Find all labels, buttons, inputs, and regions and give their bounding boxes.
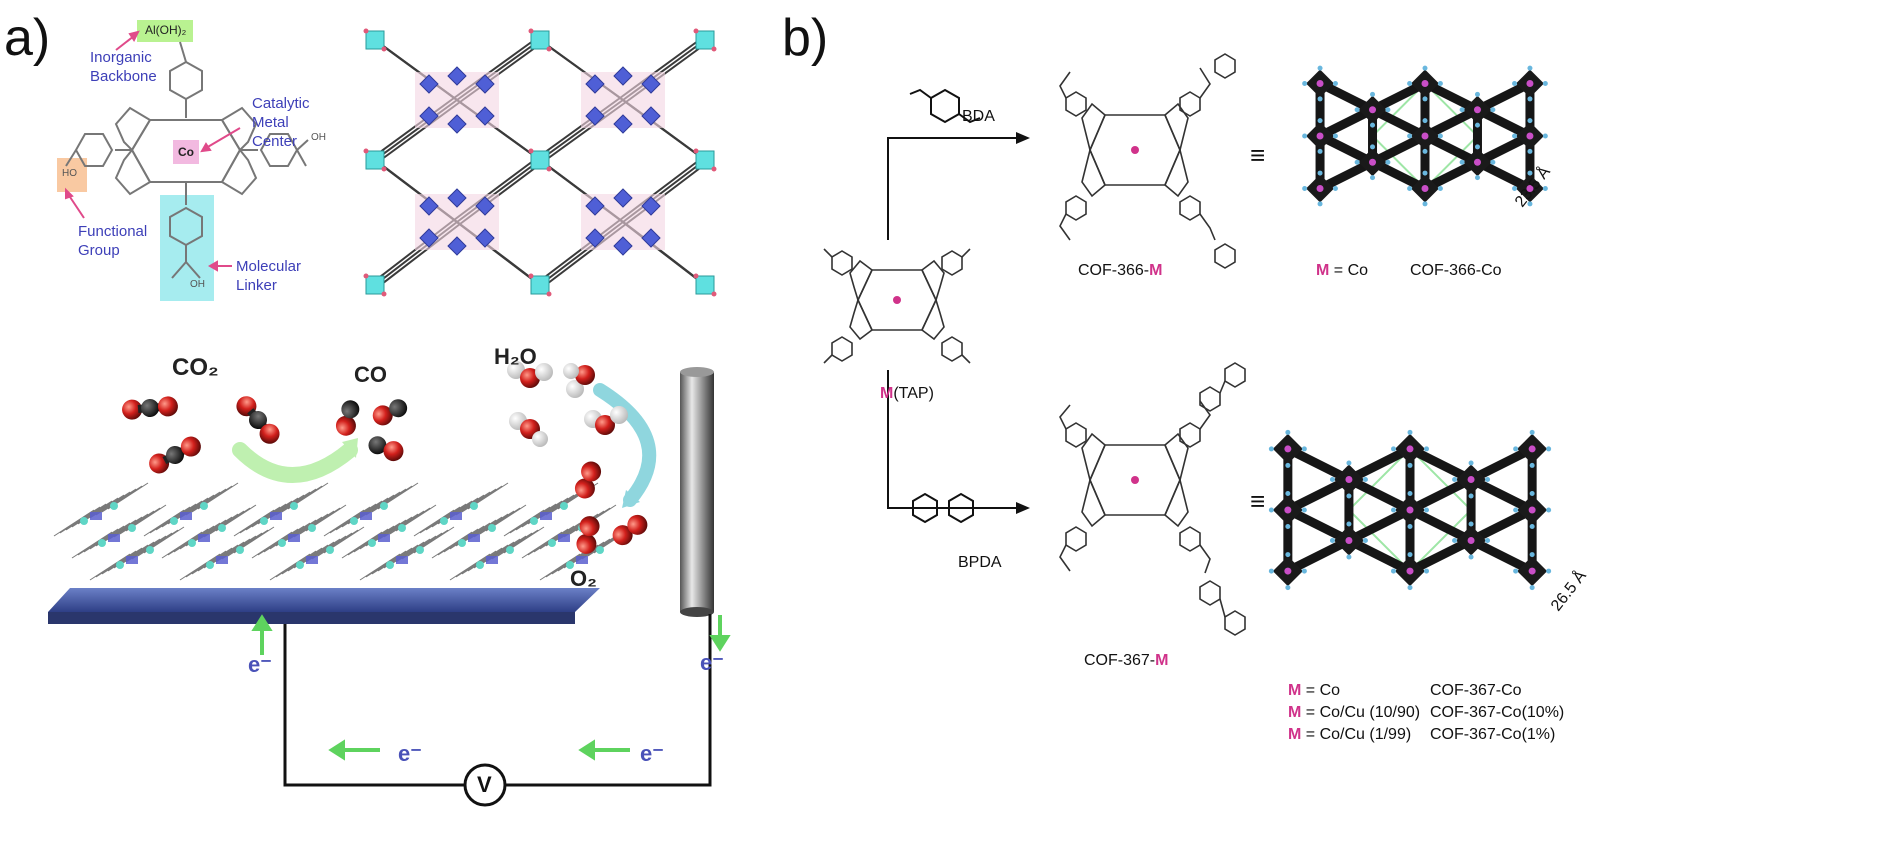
cof-3d-framework — [363, 28, 717, 297]
oh-label-right: OH — [311, 132, 326, 143]
h2o-label: H₂O — [494, 344, 537, 369]
cof-film-layers — [53, 482, 635, 581]
label-inorganic-backbone: Inorganic Backbone — [90, 48, 157, 86]
cof-366-m-structure — [1059, 53, 1236, 269]
label-functional-line2: Group — [78, 242, 120, 259]
al-oh-label: Al(OH)₂ — [145, 23, 187, 37]
electron-label-bottom-left: e⁻ — [398, 741, 422, 766]
electrode-plate-edge — [48, 612, 575, 624]
m-symbol-366: M — [1316, 262, 1330, 279]
legend-metal-2: = Co/Cu (10/90) — [1305, 704, 1421, 721]
cof-367-metal-legend: M = Co M = Co/Cu (10/90) M = Co/Cu (1/99… — [1288, 680, 1420, 746]
cof-367-name-legend: COF-367-Co COF-367-Co(10%) COF-367-Co(1%… — [1430, 680, 1564, 746]
cof-367-prefix: COF-367- — [1084, 652, 1156, 669]
co2-label: CO₂ — [172, 354, 219, 381]
legend-row: M = Co/Cu (1/99) — [1288, 724, 1420, 746]
co-molecules — [335, 399, 408, 462]
label-functional-line1: Functional — [78, 223, 148, 240]
tap-label: M(TAP) — [880, 385, 934, 403]
voltmeter — [463, 763, 507, 807]
electrode-plate — [48, 588, 600, 612]
legend-row: M = Co/Cu (10/90) — [1288, 702, 1420, 724]
m-symbol: M — [1288, 704, 1302, 721]
cof-367-m-label: COF-367-M — [1084, 652, 1168, 670]
conversion-arrow — [232, 442, 358, 483]
reaction-scheme-arrows — [887, 88, 1030, 524]
h2o-molecules — [507, 361, 628, 447]
cof-366-m-label: COF-366-M — [1078, 262, 1162, 280]
panel-b-letter: b) — [782, 9, 829, 67]
panel-a-letter: a) — [4, 9, 51, 67]
legend-name-3: COF-367-Co(1%) — [1430, 726, 1556, 743]
label-catalytic-line3: Center — [252, 133, 298, 150]
m-equals-co-366: = Co — [1333, 262, 1369, 279]
label-molecular-linker: Molecular Linker — [236, 257, 301, 295]
co2-molecules — [122, 396, 280, 474]
tap-suffix: (TAP) — [893, 385, 934, 402]
electron-flow-arrows — [251, 614, 731, 761]
tap-metal-center — [893, 296, 901, 304]
o2-label: O₂ — [570, 566, 597, 591]
tap-monomer-structure — [823, 248, 971, 364]
electrocatalysis-scene — [48, 361, 731, 807]
functional-highlight — [57, 158, 87, 192]
metal-co-label: Co — [178, 145, 194, 159]
label-catalytic-metal-center: Catalytic Metal Center — [252, 94, 310, 151]
legend-metal-1: = Co — [1305, 682, 1341, 699]
counter-electrode-rod — [680, 372, 714, 612]
legend-metal-3: = Co/Cu (1/99) — [1305, 726, 1412, 743]
label-molecular-line1: Molecular — [236, 258, 302, 275]
m-symbol: M — [1288, 726, 1302, 743]
label-catalytic-line2: Metal — [252, 114, 289, 131]
metal-highlight — [173, 140, 199, 164]
cof-366-co-lattice — [1302, 65, 1548, 207]
legend-row: M = Co — [1288, 680, 1420, 702]
label-inorganic-line2: Backbone — [90, 68, 157, 85]
cof-366-metal: M — [1149, 262, 1163, 279]
water-oxidation-arrow — [593, 383, 657, 507]
bda-label: BDA — [962, 108, 995, 125]
m-co-366-row: M = Co — [1316, 262, 1368, 280]
tap-metal-symbol: M — [880, 385, 894, 402]
legend-name-1: COF-367-Co — [1430, 682, 1522, 699]
label-molecular-line2: Linker — [236, 277, 277, 294]
porphyrin-linker-structure — [57, 20, 309, 301]
label-inorganic-line1: Inorganic — [90, 49, 152, 66]
m-symbol: M — [1288, 682, 1302, 699]
bpda-label: BPDA — [958, 554, 1002, 571]
voltmeter-label: V — [477, 772, 492, 797]
co-label: CO — [354, 362, 387, 387]
cof-366-prefix: COF-366- — [1078, 262, 1150, 279]
electron-label-right: e⁻ — [700, 650, 724, 675]
equiv-symbol-367: ≡ — [1250, 486, 1266, 516]
legend-name-2: COF-367-Co(10%) — [1430, 704, 1565, 721]
o2-molecules — [574, 461, 648, 554]
cof-367-co-lattice — [1268, 429, 1552, 591]
label-catalytic-line1: Catalytic — [252, 95, 310, 112]
ho-label: HO — [62, 168, 77, 179]
label-functional-group: Functional Group — [78, 222, 147, 260]
cof-366-co-label: COF-366-Co — [1410, 262, 1502, 279]
electron-label-bottom-right: e⁻ — [640, 741, 664, 766]
cof-367-m-structure — [1059, 362, 1246, 636]
cof-367-metal: M — [1155, 652, 1169, 669]
equiv-symbol-366: ≡ — [1250, 140, 1266, 170]
oh-label-bottom: OH — [190, 279, 205, 290]
inorganic-highlight — [137, 20, 193, 42]
electron-label-left: e⁻ — [248, 652, 272, 677]
